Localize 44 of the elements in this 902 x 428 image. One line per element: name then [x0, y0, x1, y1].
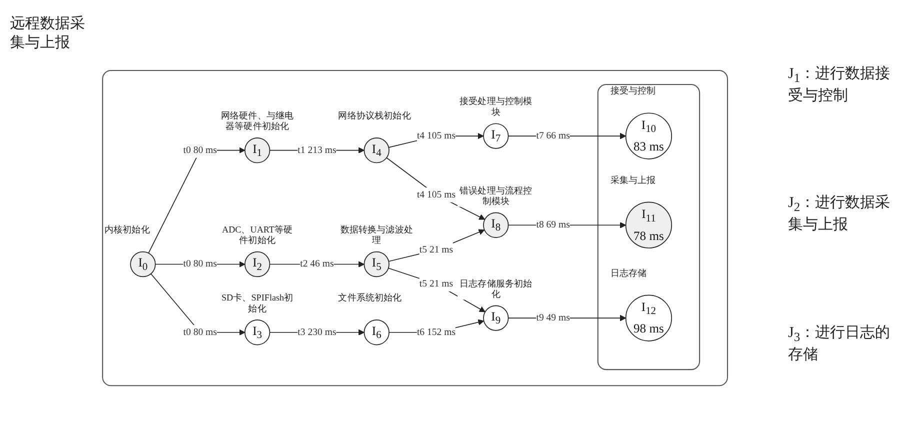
edge-label: t5 21 ms: [419, 278, 454, 290]
node-circle: I$_{10}$ 83 ms: [625, 112, 672, 160]
edge-label: t0 80 ms: [183, 258, 217, 270]
stage-description: 内核初始化: [104, 224, 150, 235]
edge-label: t1 213 ms: [298, 145, 336, 156]
stage-description: 接受处理与控制模块: [457, 96, 534, 118]
edge-label: t0 80 ms: [183, 327, 217, 338]
node-circle: I$_{1}$: [244, 137, 270, 164]
edge-label: t4 105 ms: [416, 130, 456, 142]
edge-label: t7 66 ms: [536, 130, 570, 142]
arrow: [388, 229, 485, 262]
job-note: J$_{1}$：进行数据接受与控制: [788, 64, 892, 106]
node-circle: I$_{6}$: [364, 319, 390, 346]
edge-label: t9 49 ms: [536, 312, 570, 324]
node-circle: I$_{5}$: [364, 251, 390, 277]
edge-label: t2 46 ms: [300, 258, 334, 270]
arrow: [386, 157, 486, 220]
stage-description: 网络协议栈初始化: [338, 110, 411, 121]
edge-label: t8 69 ms: [536, 220, 570, 230]
edge-label: t0 80 ms: [183, 145, 217, 156]
node-circle: I$_{4}$: [364, 137, 390, 164]
group-heading: 远程数据采集与上报: [10, 14, 86, 52]
node-circle: I$_{7}$: [483, 123, 509, 149]
edge-label: t5 21 ms: [419, 244, 454, 256]
edge-label: t6 152 ms: [416, 327, 456, 338]
stage-description: 网络硬件、与继电器等硬件初始化: [218, 110, 296, 132]
node-circle: I$_{9}$: [483, 305, 509, 331]
job-note: J$_{2}$：进行数据采集与上报: [788, 194, 892, 234]
node-circle: I$_{2}$: [244, 251, 270, 277]
stage-description: 日志存储服务初始化: [457, 278, 534, 300]
node-circle: I$_{12}$ 98 ms: [625, 294, 672, 342]
edge-label: t3 230 ms: [298, 327, 336, 338]
cluster: [102, 70, 728, 386]
node-circle: I$_{3}$: [244, 319, 270, 346]
stage-description: 接受与控制: [610, 85, 656, 96]
stage-description: 文件系统初始化: [338, 292, 402, 303]
node-circle: I$_{8}$: [483, 212, 509, 238]
node-circle: I$_{0}$: [130, 251, 156, 277]
job-note: J$_{3}$：进行日志的存储: [788, 324, 892, 364]
edge-label: t4 105 ms: [416, 190, 456, 200]
node-circle: I$_{11}$ 78 ms: [625, 202, 672, 248]
stage-description: 错误处理与流程控制模块: [457, 184, 534, 206]
stage-description: 数据转换与滤波处理: [338, 224, 416, 246]
arrow: [388, 268, 486, 312]
